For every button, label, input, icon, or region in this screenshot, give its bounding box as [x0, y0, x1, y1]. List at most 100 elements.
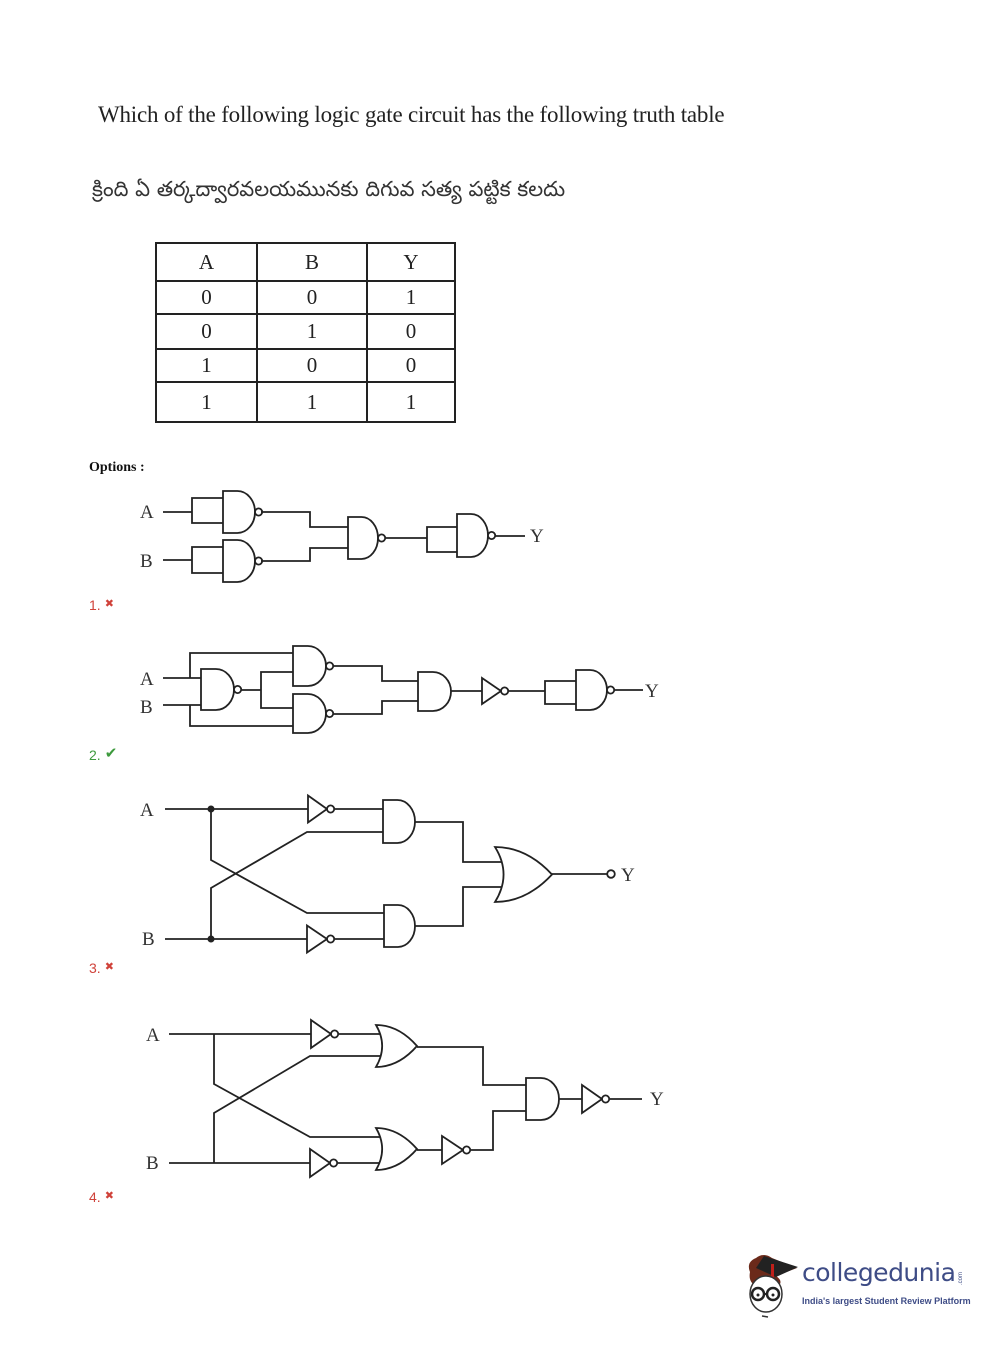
junction-dot — [207, 935, 215, 943]
wire — [210, 809, 384, 914]
inverter-bubble — [329, 1158, 339, 1168]
wire — [213, 1034, 380, 1138]
not-gate — [306, 923, 329, 955]
option-2-marker[interactable]: 2.✔ — [89, 744, 117, 763]
or-gate — [374, 1024, 419, 1068]
cell: 0 — [155, 313, 258, 350]
cell: 0 — [155, 280, 258, 315]
inverter-bubble — [325, 661, 335, 671]
logo-suffix: .com — [958, 1272, 964, 1286]
and-gate — [525, 1077, 560, 1121]
inverter-bubble — [326, 934, 336, 944]
nand-gate — [222, 490, 256, 534]
inverter-bubble — [606, 685, 616, 695]
nand-gate — [200, 668, 235, 711]
cell: 1 — [155, 381, 258, 423]
inverter-bubble — [377, 533, 387, 543]
inverter-bubble — [462, 1145, 472, 1155]
output-label-y: Y — [650, 1089, 664, 1110]
option-1-marker[interactable]: 1.✖ — [89, 597, 114, 613]
input-label-b: B — [142, 929, 155, 950]
wire — [333, 665, 418, 682]
and-gate — [417, 671, 452, 712]
header-y: Y — [366, 242, 456, 282]
mascot-icon — [748, 1255, 798, 1318]
input-label-a: A — [140, 800, 154, 821]
inverter-bubble — [233, 685, 243, 695]
output-label-y: Y — [530, 526, 544, 547]
wire — [417, 1046, 526, 1086]
collegedunia-logo[interactable]: collegedunia .com India's largest Studen… — [742, 1250, 972, 1320]
cell: 0 — [256, 280, 368, 315]
not-gate — [307, 793, 329, 825]
wire — [213, 1055, 380, 1163]
option-number: 1. — [89, 597, 101, 613]
inverter-bubble — [601, 1094, 611, 1104]
nand-gate — [575, 669, 608, 711]
circuit-option-1: A B Y — [140, 490, 544, 583]
truth-table: A B Y 0 0 1 0 1 0 1 0 0 1 1 1 — [155, 242, 456, 423]
circuit-option-4: A B Y — [146, 1018, 664, 1179]
input-label-b: B — [146, 1153, 159, 1174]
input-label-b: B — [140, 551, 153, 572]
wire — [261, 511, 348, 528]
input-label-a: A — [146, 1025, 160, 1046]
not-gate — [481, 676, 503, 706]
wire — [415, 821, 502, 863]
cell: 1 — [366, 280, 456, 315]
not-gate — [581, 1083, 604, 1115]
nand-gate — [292, 645, 327, 687]
question-text-telugu: క్రింది ఏ తర్కద్వారవలయమునకు దిగువ సత్య ప… — [92, 177, 566, 201]
wire — [415, 886, 502, 927]
cross-icon: ✖ — [104, 1190, 114, 1202]
truth-table-header: A B Y — [155, 242, 456, 282]
header-b: B — [256, 242, 368, 282]
inverter-bubble — [487, 531, 497, 541]
wire — [261, 547, 348, 562]
option-number: 3. — [89, 960, 101, 976]
output-label-y: Y — [645, 681, 659, 702]
cross-icon: ✖ — [104, 961, 114, 973]
table-row: 0 0 1 — [155, 280, 456, 315]
option-number: 2. — [89, 747, 101, 763]
inverter-bubble — [326, 804, 336, 814]
and-gate — [383, 904, 416, 948]
cell: 1 — [256, 381, 368, 423]
cell: 0 — [256, 348, 368, 383]
input-label-b: B — [140, 697, 153, 718]
table-row: 0 1 0 — [155, 313, 456, 350]
or-gate — [374, 1127, 419, 1171]
cell: 0 — [366, 348, 456, 383]
not-gate — [441, 1134, 465, 1166]
table-row: 1 0 0 — [155, 348, 456, 383]
input-label-a: A — [140, 502, 154, 523]
circuit-option-3: A B Y — [140, 793, 635, 955]
option-4-marker[interactable]: 4.✖ — [89, 1189, 114, 1205]
inverter-bubble — [330, 1029, 340, 1039]
cell: 0 — [366, 313, 456, 350]
nand-gate — [222, 539, 256, 583]
wire — [470, 1110, 526, 1151]
output-terminal — [606, 869, 616, 879]
output-label-y: Y — [621, 865, 635, 886]
junction-dot — [207, 805, 215, 813]
wire — [426, 526, 457, 553]
wire — [333, 700, 418, 715]
cross-icon: ✖ — [104, 598, 114, 610]
inverter-bubble — [500, 686, 510, 696]
circuit-option-2: A B Y — [140, 645, 659, 734]
not-gate — [309, 1147, 332, 1179]
option-3-marker[interactable]: 3.✖ — [89, 960, 114, 976]
wire — [260, 671, 293, 709]
table-row: 1 1 1 — [155, 381, 456, 423]
wire — [191, 497, 223, 524]
logo-tagline: India's largest Student Review Platform — [802, 1296, 971, 1306]
wire — [544, 680, 576, 705]
options-label: Options : — [89, 460, 145, 475]
question-text: Which of the following logic gate circui… — [98, 102, 725, 127]
and-gate — [382, 799, 416, 844]
wire — [191, 546, 223, 574]
check-icon: ✔ — [104, 745, 118, 762]
logo-name: collegedunia — [802, 1258, 956, 1287]
